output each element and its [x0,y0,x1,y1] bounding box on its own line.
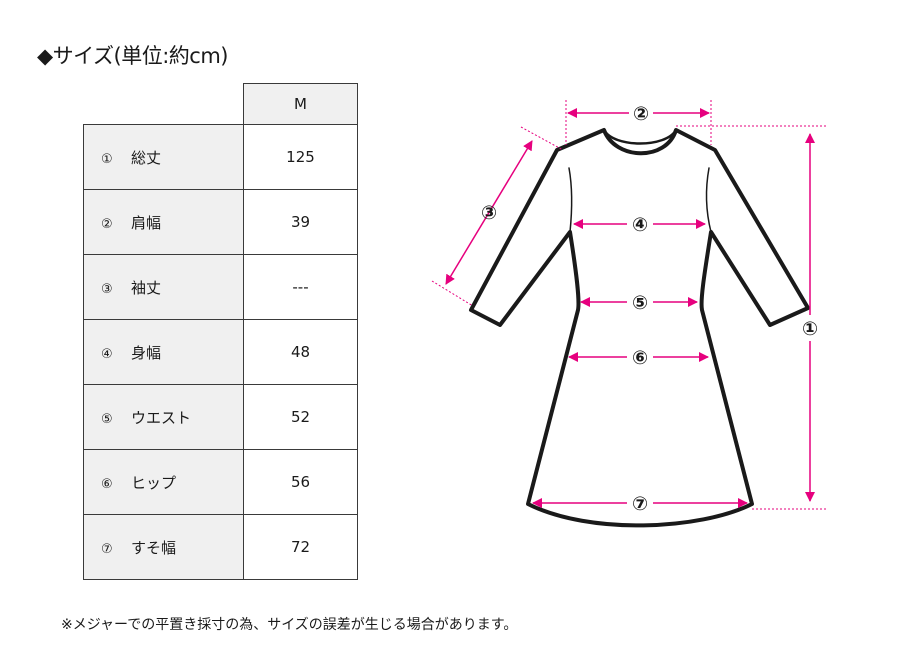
row-number: ⑥ [101,476,113,492]
row-value: 125 [243,124,358,190]
row-label-text: 袖丈 [131,278,162,297]
row-label: ⑤ ウエスト [83,384,244,450]
table-corner [83,83,244,125]
marker-2: ② [633,103,649,125]
measure-labels: ① ② ③ ④ ⑤ ⑥ ⑦ [481,100,823,516]
row-label: ④ 身幅 [83,319,244,385]
row-label-text: ヒップ [131,473,177,492]
row-value: 72 [243,514,358,580]
row-label-text: 総丈 [131,148,162,167]
marker-3: ③ [481,202,497,224]
row-number: ② [101,216,113,232]
row-number: ① [101,151,113,167]
table-row: ① 総丈 125 [83,124,358,190]
row-label: ① 総丈 [83,124,244,190]
table-row: ⑤ ウエスト 52 [83,384,358,450]
row-number: ④ [101,346,113,362]
row-label: ⑦ すそ幅 [83,514,244,580]
table-row: ⑥ ヒップ 56 [83,449,358,515]
marker-4: ④ [632,214,648,236]
table-row: ⑦ すそ幅 72 [83,514,358,580]
row-number: ⑤ [101,411,113,427]
row-label-text: すそ幅 [131,538,177,557]
row-label-text: ウエスト [131,408,192,427]
size-header-m: M [243,83,358,125]
table-header-row: M [83,83,358,125]
measurement-note: ※メジャーでの平置き採寸の為、サイズの誤差が生じる場合があります。 [61,617,518,633]
marker-1: ① [802,318,818,340]
row-value: 56 [243,449,358,515]
marker-5: ⑤ [632,292,648,314]
table-row: ④ 身幅 48 [83,319,358,385]
row-number: ⑦ [101,541,113,557]
row-label-text: 身幅 [131,343,162,362]
row-label-text: 肩幅 [131,213,162,232]
row-label: ③ 袖丈 [83,254,244,320]
guide-lines [431,100,828,510]
table-row: ③ 袖丈 --- [83,254,358,320]
row-value: --- [243,254,358,320]
dress-outline [469,128,810,528]
page-title: ◆サイズ(単位:約cm) [37,44,228,68]
row-number: ③ [101,281,113,297]
row-label: ② 肩幅 [83,189,244,255]
arrow-sleeve-length [445,140,533,285]
marker-7: ⑦ [632,493,648,515]
row-value: 52 [243,384,358,450]
marker-6: ⑥ [632,347,648,369]
row-label: ⑥ ヒップ [83,449,244,515]
row-value: 48 [243,319,358,385]
